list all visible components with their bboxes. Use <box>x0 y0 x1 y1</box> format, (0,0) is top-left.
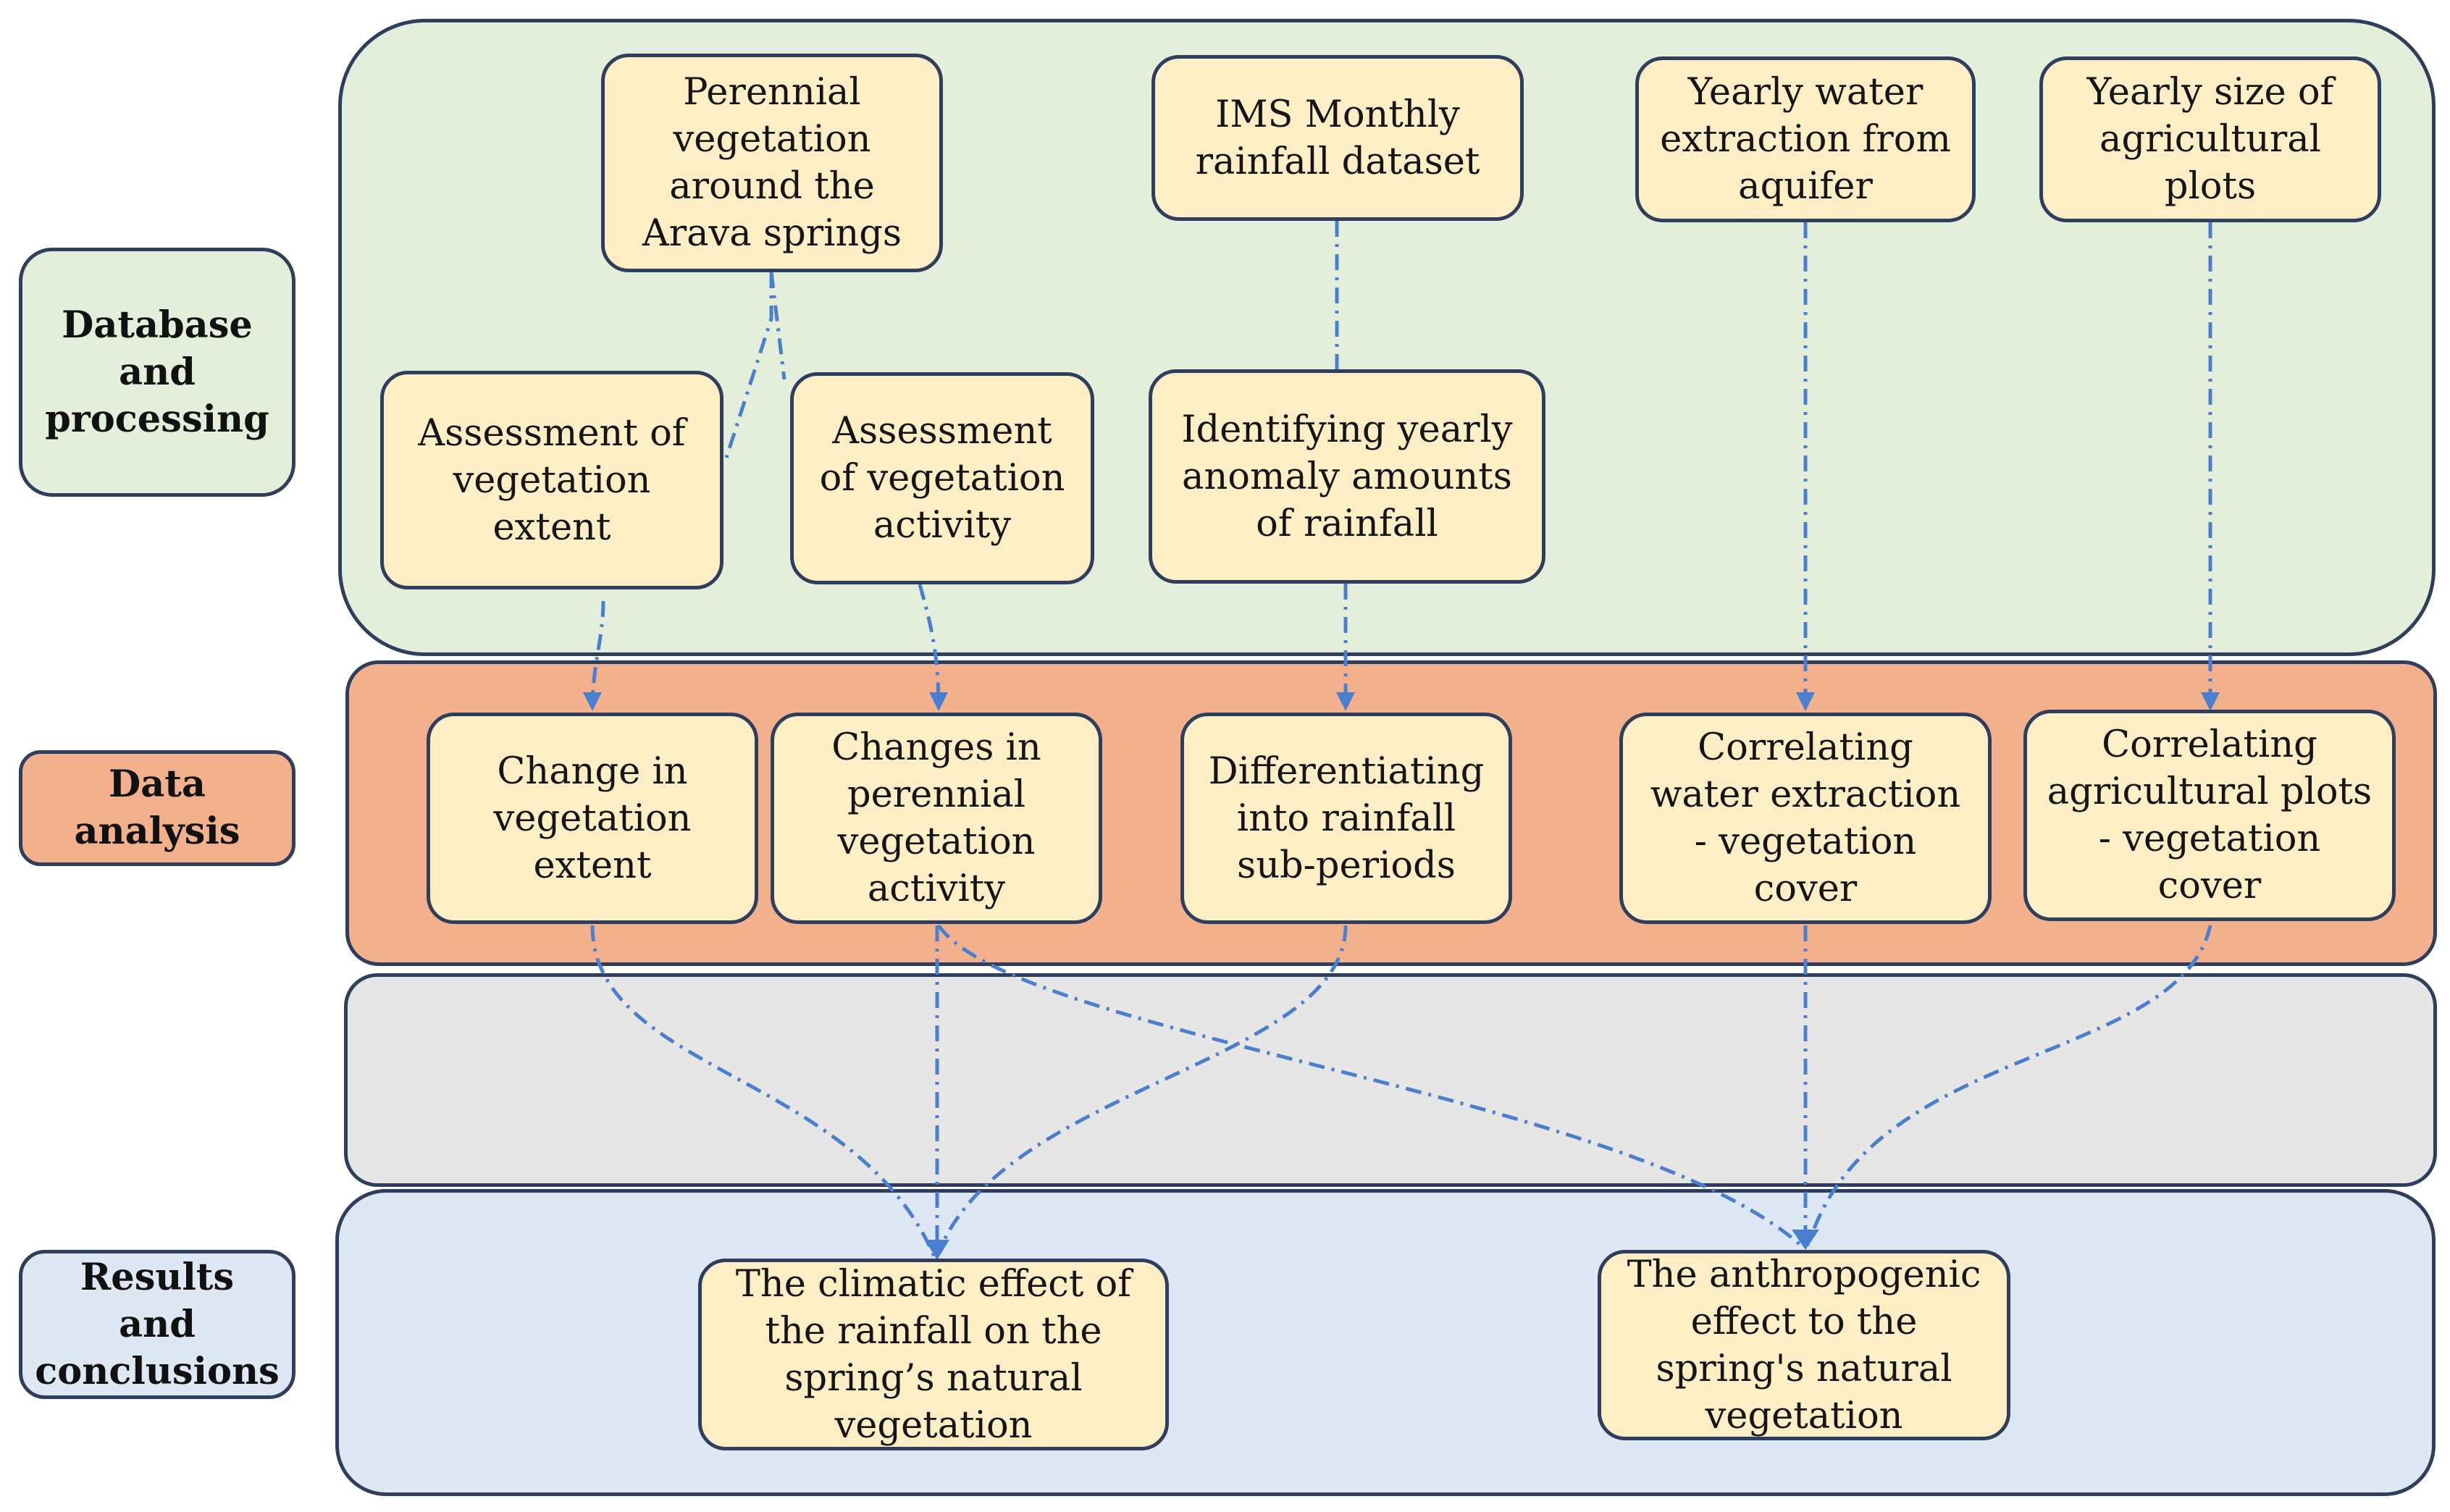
node-anthropogenic-effect: The anthropogenic effect to the spring's… <box>1598 1250 2010 1440</box>
connector-change-to-climatic <box>590 925 936 1257</box>
middle-band <box>344 973 2437 1187</box>
node-correlating-water: Correlating water extraction - vegetatio… <box>1619 713 1992 924</box>
node-agricultural-plots-size: Yearly size of agricultural plots <box>2039 56 2381 222</box>
node-assessment-activity: Assessment of vegetation activity <box>790 372 1094 584</box>
node-changes-activity: Changes in perennial vegetation activity <box>771 713 1102 924</box>
arrowhead-subperiods <box>1336 692 1355 711</box>
node-rainfall-anomaly: Identifying yearly anomaly amounts of ra… <box>1149 369 1545 584</box>
connector-activity-to-changes <box>918 584 941 703</box>
connector-agri-to-anthropogenic <box>1806 925 2212 1246</box>
results-band <box>335 1189 2436 1496</box>
node-assessment-extent: Assessment of vegetation extent <box>380 371 723 589</box>
node-change-extent: Change in vegetation extent <box>427 713 758 924</box>
stage-label-analysis: Data analysis <box>19 750 295 866</box>
node-correlating-agri: Correlating agricultural plots - vegetat… <box>2023 710 2396 921</box>
connector-extent-to-change <box>590 600 605 703</box>
node-climatic-effect: The climatic effect of the rainfall on t… <box>698 1259 1169 1450</box>
connector-perennial-to-activity <box>769 272 786 380</box>
node-water-extraction: Yearly water extraction from aquifer <box>1635 56 1976 222</box>
node-ims-rainfall: IMS Monthly rainfall dataset <box>1151 55 1524 221</box>
arrowhead-anthropogenic <box>1792 1230 1819 1250</box>
arrowhead-correlating-agri <box>2201 692 2220 711</box>
connector-perennial-to-extent <box>724 272 773 458</box>
arrowhead-changes-activity <box>929 692 948 711</box>
arrowhead-climatic <box>925 1240 949 1260</box>
arrowhead-correlating-water <box>1796 692 1815 711</box>
connector-changes-to-anthropogenic <box>936 924 1803 1247</box>
node-perennial-vegetation: Perennial vegetation around the Arava sp… <box>601 54 943 272</box>
node-rainfall-subperiods: Differentiating into rainfall sub-period… <box>1180 713 1512 924</box>
arrowhead-change-extent <box>583 692 602 711</box>
connector-subperiods-to-climatic <box>935 925 1348 1257</box>
stage-label-database: Database and processing <box>19 248 295 497</box>
stage-label-results: Results and conclusions <box>19 1250 295 1399</box>
